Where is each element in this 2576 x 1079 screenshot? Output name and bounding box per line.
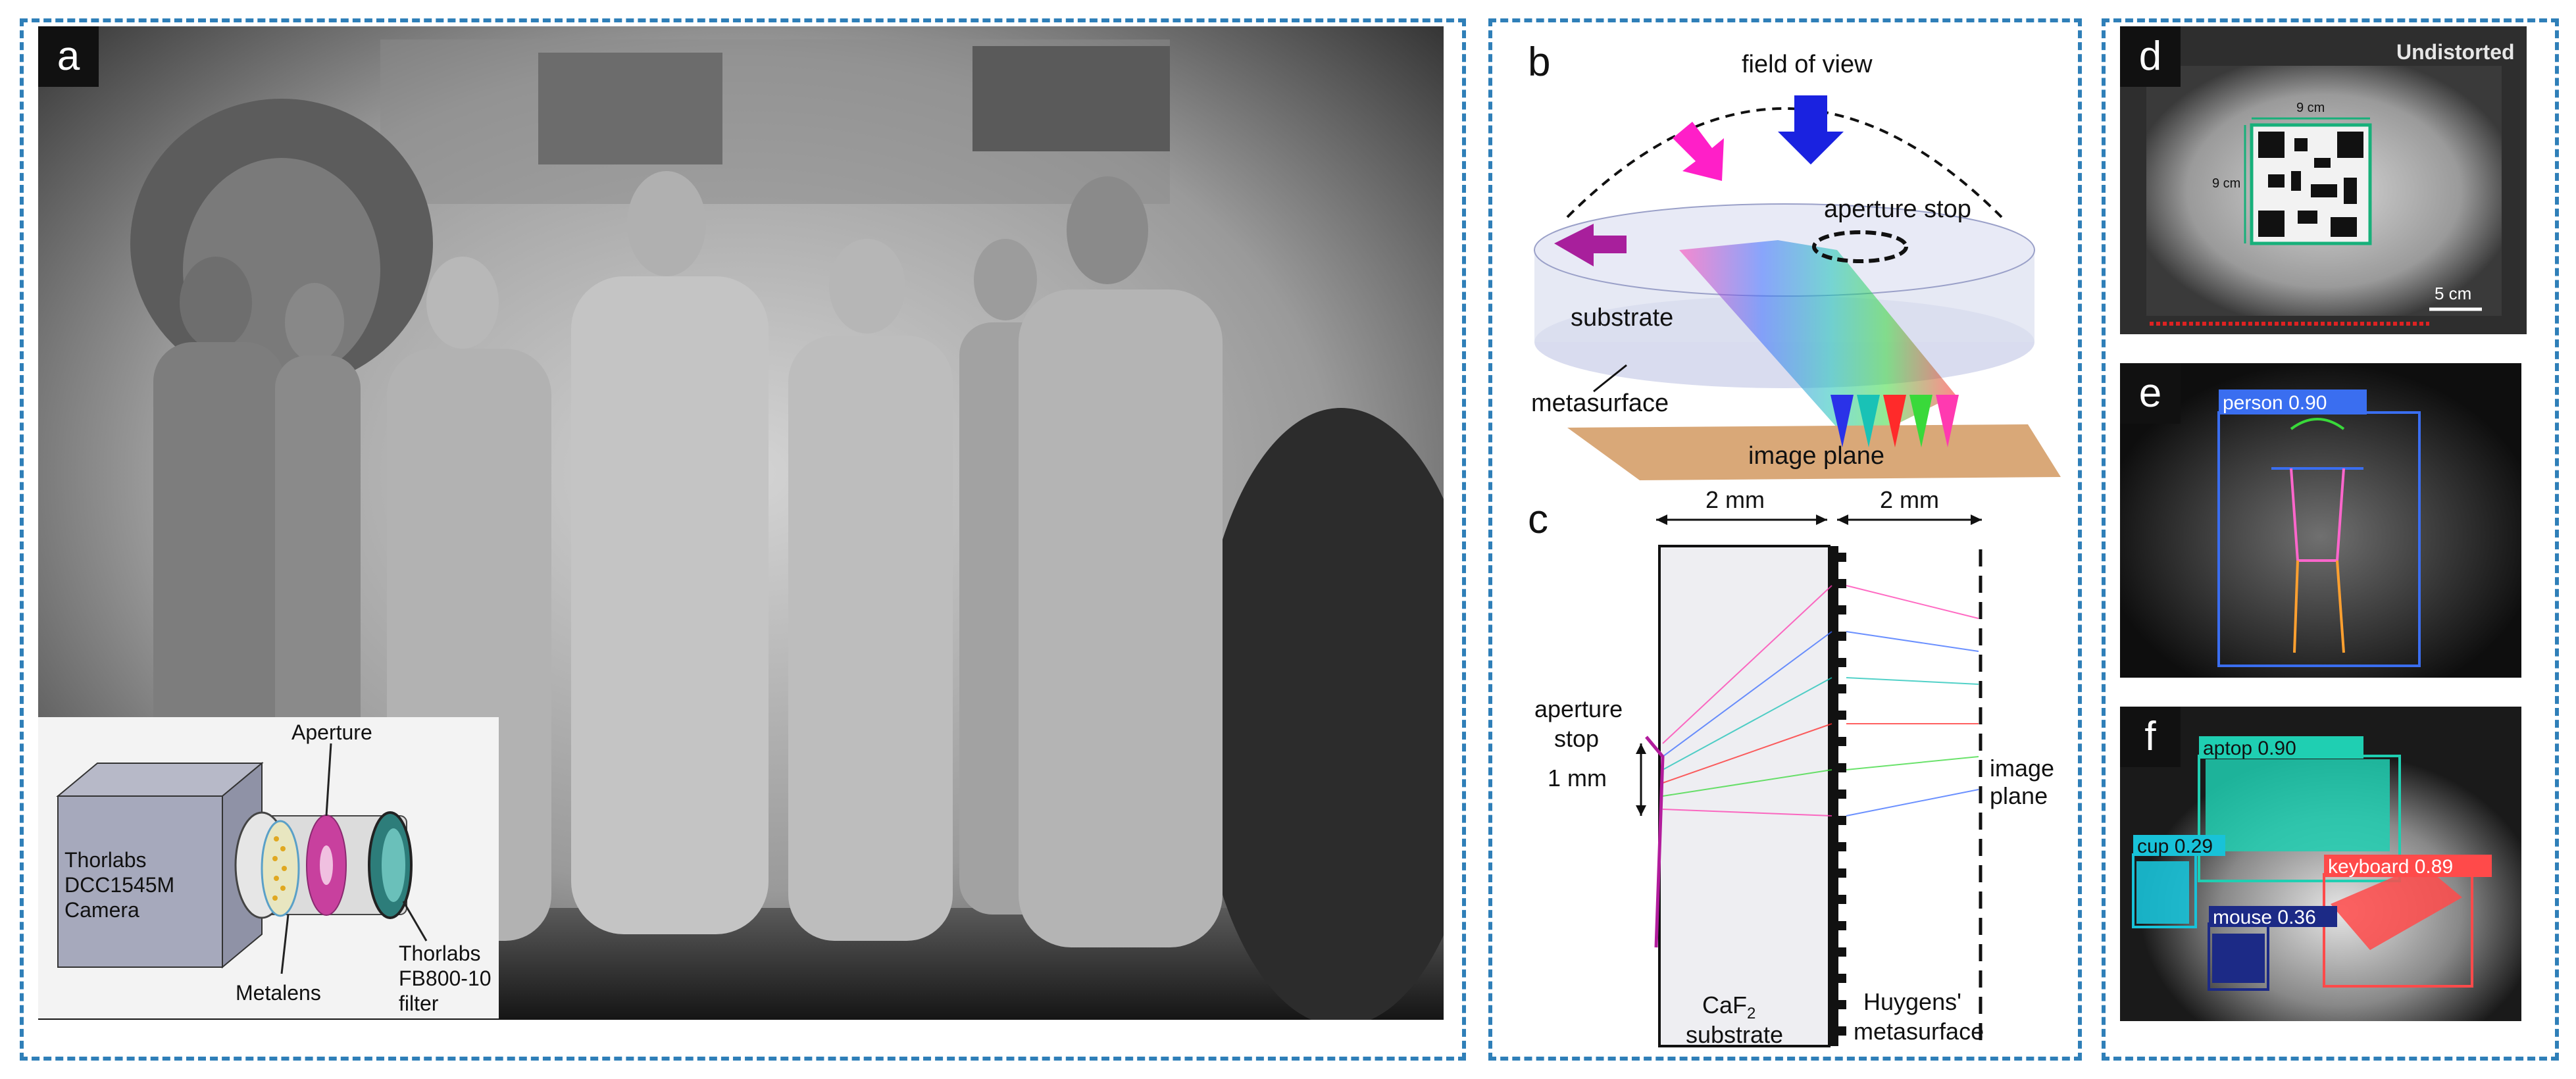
panel-f-label: f — [2120, 707, 2181, 767]
panel-d-photo: 9 cm 9 cm Undistorted 5 cm — [2120, 26, 2527, 334]
panel-f-photo: aptop 0.90 cup 0.29 keyboard 0.89 mouse … — [2120, 707, 2521, 1021]
camera-label-2: DCC1545M — [64, 873, 174, 897]
aperture-stop-label: aperture stop — [1824, 195, 1971, 223]
panel-bc-frame — [1488, 18, 2082, 1061]
undistorted-label: Undistorted — [2396, 40, 2515, 64]
field-of-view-label: field of view — [1742, 51, 1873, 78]
caf2-label: CaF2 — [1702, 991, 1755, 1022]
panel-c-diagram: c 2 mm 2 mm — [1495, 486, 2075, 1054]
panel-d-label: d — [2120, 26, 2181, 87]
caf2-substrate — [1658, 545, 1831, 1047]
dim-top-label: 9 cm — [2296, 101, 2325, 115]
panel-def-frame — [2102, 18, 2559, 1061]
mouse-detection-label: mouse 0.36 — [2213, 907, 2316, 928]
huygens-line2: metasurface — [1854, 1018, 1984, 1045]
image-plane — [1567, 424, 2061, 480]
caf2-substrate-label: substrate — [1686, 1021, 1783, 1048]
person-detection-label: person 0.90 — [2223, 392, 2327, 414]
metalens-element — [261, 820, 300, 917]
laptop-detection-label: aptop 0.90 — [2203, 738, 2296, 759]
camera-inset: Aperture Thorlabs DCC1545M Camera Thorla… — [38, 717, 499, 1018]
filter-label-1: Thorlabs — [399, 941, 481, 965]
metalens-label: Metalens — [236, 981, 321, 1005]
aperture-label: Aperture — [291, 720, 372, 744]
camera-label-3: Camera — [64, 898, 139, 922]
scale-bar-label: 5 cm — [2435, 284, 2471, 303]
huygens-line1: Huygens' — [1863, 988, 1961, 1015]
panel-a-frame — [20, 18, 1466, 1061]
magenta-arrow-icon — [1673, 122, 1724, 181]
panel-e-label: e — [2120, 363, 2181, 424]
dim-left-label: 2 mm — [1705, 487, 1765, 513]
filter-label-2: FB800-10 — [399, 966, 492, 990]
dim-right-label: 2 mm — [1880, 487, 1939, 513]
panel-b-diagram: b field of view aperture stop substrate … — [1495, 26, 2075, 487]
aperture-line2: stop — [1554, 725, 1599, 752]
substrate-label: substrate — [1571, 304, 1673, 332]
blue-arrow-icon — [1778, 95, 1844, 164]
image-plane-label: image plane — [1748, 442, 1884, 470]
camera-label-1: Thorlabs — [64, 848, 147, 872]
image-plane-line1: image — [1990, 755, 2054, 782]
camera-body — [57, 795, 223, 968]
panel-c-label: c — [1528, 497, 1548, 542]
cup-detection-label: cup 0.29 — [2137, 836, 2213, 857]
filter-label-3: filter — [399, 991, 439, 1015]
purple-arrow-icon — [1554, 224, 1627, 266]
metasurface-label: metasurface — [1531, 389, 1669, 417]
panel-e-photo: person 0.90 — [2120, 363, 2521, 678]
panel-b-label: b — [1528, 39, 1550, 85]
image-plane-line2: plane — [1990, 782, 2048, 809]
panel-a-label: a — [38, 26, 99, 87]
dim-side-label: 9 cm — [2212, 176, 2240, 191]
aperture-line1: aperture — [1534, 695, 1623, 722]
keyboard-detection-label: keyboard 0.89 — [2328, 856, 2453, 878]
aperture-line3: 1 mm — [1548, 765, 1607, 791]
